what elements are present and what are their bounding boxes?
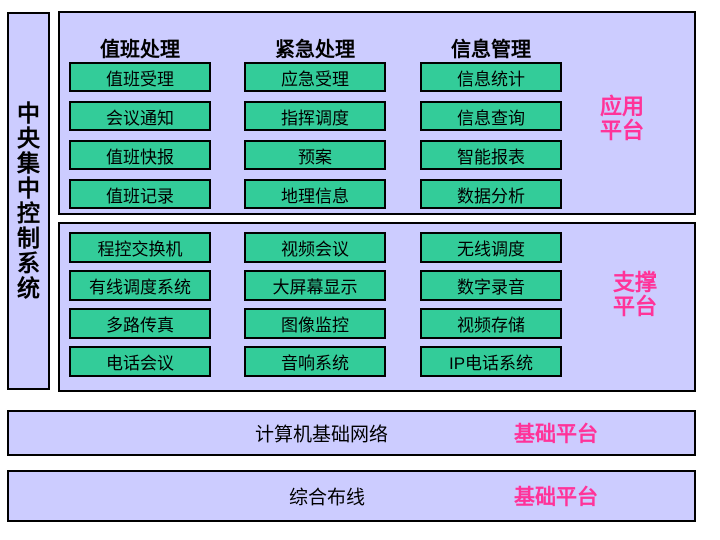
support-column-2: 视频会议 大屏幕显示 图像监控 音响系统 bbox=[244, 224, 386, 390]
support-column-3: 无线调度 数字录音 视频存储 IP电话系统 bbox=[420, 224, 562, 390]
app-column-emergency: 紧急处理 应急受理 指挥调度 预案 地理信息 bbox=[244, 13, 386, 213]
module-button: 值班快报 bbox=[69, 140, 211, 170]
module-button: 信息查询 bbox=[420, 101, 562, 131]
module-button: 预案 bbox=[244, 140, 386, 170]
support-platform-label: 支撑 平台 bbox=[613, 271, 657, 319]
base-platform-bar-cabling: 综合布线 基础平台 bbox=[7, 470, 696, 522]
module-button: 数据分析 bbox=[420, 179, 562, 209]
module-button: 有线调度系统 bbox=[69, 270, 211, 301]
module-button: 程控交换机 bbox=[69, 232, 211, 263]
application-platform-label: 应用 平台 bbox=[600, 95, 644, 143]
module-button: 视频存储 bbox=[420, 308, 562, 339]
base-platform-label: 基础平台 bbox=[514, 423, 598, 446]
base-bar-title: 计算机基础网络 bbox=[255, 424, 389, 446]
base-bar-title: 综合布线 bbox=[289, 487, 366, 509]
module-button: 信息统计 bbox=[420, 62, 562, 92]
support-platform-panel: 程控交换机 有线调度系统 多路传真 电话会议 视频会议 大屏幕显示 图像监控 音… bbox=[58, 222, 696, 392]
support-platform-label-line2: 平台 bbox=[613, 294, 658, 319]
module-button: 值班受理 bbox=[69, 62, 211, 92]
module-button: 智能报表 bbox=[420, 140, 562, 170]
app-column-information: 信息管理 信息统计 信息查询 智能报表 数据分析 bbox=[420, 13, 562, 213]
app-column-duty: 值班处理 值班受理 会议通知 值班快报 值班记录 bbox=[69, 13, 211, 213]
module-button: 应急受理 bbox=[244, 62, 386, 92]
module-button: 图像监控 bbox=[244, 308, 386, 339]
module-button: 会议通知 bbox=[69, 101, 211, 131]
module-button: 电话会议 bbox=[69, 346, 211, 377]
central-control-system-title: 中央集中控制系统 bbox=[17, 100, 40, 301]
column-header-information: 信息管理 bbox=[451, 39, 531, 61]
support-platform-label-line1: 支撑 bbox=[613, 270, 658, 295]
module-button: 值班记录 bbox=[69, 179, 211, 209]
column-header-duty: 值班处理 bbox=[100, 39, 180, 61]
module-button: 大屏幕显示 bbox=[244, 270, 386, 301]
module-button: IP电话系统 bbox=[420, 346, 562, 377]
module-button: 指挥调度 bbox=[244, 101, 386, 131]
base-platform-bar-network: 计算机基础网络 基础平台 bbox=[7, 410, 696, 456]
module-button: 数字录音 bbox=[420, 270, 562, 301]
support-column-1: 程控交换机 有线调度系统 多路传真 电话会议 bbox=[69, 224, 211, 390]
central-control-system-bar: 中央集中控制系统 bbox=[7, 12, 50, 390]
module-button: 视频会议 bbox=[244, 232, 386, 263]
module-button: 多路传真 bbox=[69, 308, 211, 339]
column-header-emergency: 紧急处理 bbox=[275, 39, 355, 61]
module-button: 无线调度 bbox=[420, 232, 562, 263]
base-platform-label: 基础平台 bbox=[514, 486, 598, 509]
module-button: 地理信息 bbox=[244, 179, 386, 209]
module-button: 音响系统 bbox=[244, 346, 386, 377]
application-platform-label-line1: 应用 bbox=[600, 94, 645, 119]
application-platform-panel: 值班处理 值班受理 会议通知 值班快报 值班记录 紧急处理 应急受理 指挥调度 … bbox=[58, 11, 696, 215]
application-platform-label-line2: 平台 bbox=[600, 118, 645, 143]
